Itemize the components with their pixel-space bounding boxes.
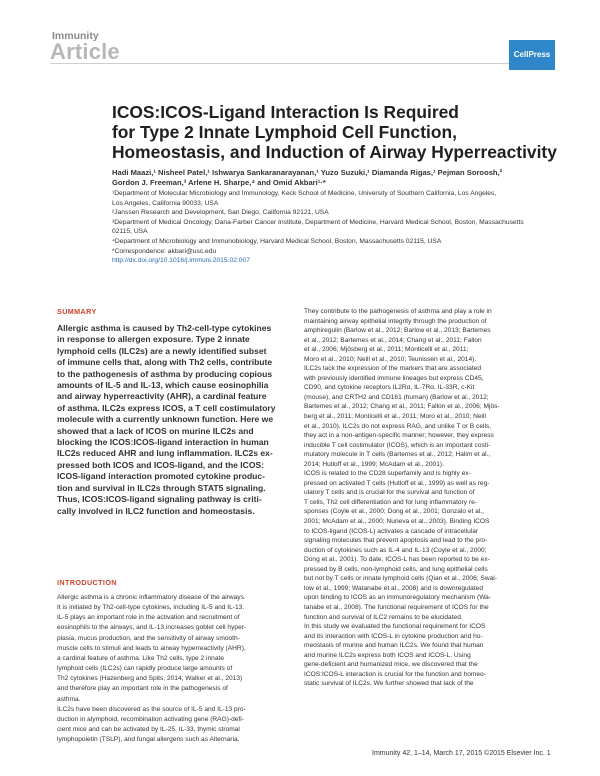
affiliation-line: ³Department of Medical Oncology, Dana-Fa… xyxy=(112,218,524,226)
body-line: ILC2s lack the expression of the markers… xyxy=(304,365,482,373)
summary-line: cally involved in ILC2 function and home… xyxy=(57,505,255,516)
body-line: lymphopoietin (TSLP), and fungal allerge… xyxy=(57,736,240,744)
title-line: ICOS:ICOS-Ligand Interaction Is Required xyxy=(112,102,459,122)
body-line: 2014; Hutloff et al., 1999; McAdam et al… xyxy=(304,460,444,468)
doi-link[interactable]: http://dx.doi.org/10.1016/j.immuni.2015.… xyxy=(112,257,250,265)
body-line: duction of cytokines such as IL-4 and IL… xyxy=(304,546,487,554)
body-line: 2001; McAdam et al., 2000; Nurieva et al… xyxy=(304,518,490,526)
body-line: tanabe et al., 2008). The functional req… xyxy=(304,603,489,611)
body-line: signaling molecules that prevent apoptos… xyxy=(304,537,488,545)
affiliation-line: ⁴Department of Microbiology and Immunobi… xyxy=(112,237,442,245)
body-line: with previously identified immune lineag… xyxy=(304,374,484,382)
affiliations: ¹Department of Molecular Microbiology an… xyxy=(112,189,552,266)
title-line: for Type 2 Innate Lymphoid Cell Function… xyxy=(112,122,457,142)
body-line: muscle cells to stimuli and leads to air… xyxy=(57,644,246,652)
header-divider xyxy=(50,63,550,64)
summary-line: amounts of IL-5 and IL-13, which cause e… xyxy=(57,380,269,391)
affiliation-line: ²Janssen Research and Development, San D… xyxy=(112,209,329,217)
body-line: a cardinal feature of asthma. Like Th2 c… xyxy=(57,654,225,662)
body-line: inducible T cell costimulator (ICOS), wh… xyxy=(304,441,491,449)
body-line: sponses (Coyle et al., 2000; Dong et al.… xyxy=(304,508,484,516)
summary-line: Thus, ICOS:ICOS-ligand signaling pathway… xyxy=(57,494,262,505)
body-line: eosinophils to the airways, and IL-13 in… xyxy=(57,624,247,632)
body-line: meostasis of murine and human ILC2s. We … xyxy=(304,642,484,650)
summary-line: Allergic asthma is caused by Th2-cell-ty… xyxy=(57,323,272,333)
body-line: and murine ILC2s express both ICOS and I… xyxy=(304,651,471,659)
body-line: Bartemes et al., 2012; Chang et al., 201… xyxy=(304,403,500,411)
summary-line: blocking the ICOS:ICOS-ligand interactio… xyxy=(57,437,269,448)
article-type-label: Article xyxy=(50,39,120,64)
body-line: cient mice and can be activated by IL-25… xyxy=(57,726,240,734)
body-line: pressed by B cells, non-lymphoid cells, … xyxy=(304,565,488,573)
author-line: Hadi Maazi,¹ Nisheel Patel,¹ Ishwarya Sa… xyxy=(112,168,503,177)
summary-line: ICOS-ligand interaction promoted cytokin… xyxy=(57,471,265,482)
summary-line: showed that a lack of ICOS on murine ILC… xyxy=(57,425,254,436)
page-footer: Immunity 42, 1–14, March 17, 2015 ©2015 … xyxy=(372,750,551,757)
summary-line: to the pathogenesis of asthma by produci… xyxy=(57,368,273,379)
body-line: low et al., 1999; Watanabe et al., 2008)… xyxy=(304,584,484,592)
body-line: pressed on activated T cells (Hutloff et… xyxy=(304,479,490,487)
body-line: et al., 2012; Bartemes et al., 2014; Cha… xyxy=(304,336,482,344)
summary-line: ILC2s reduced AHR and lung inflammation.… xyxy=(57,448,273,459)
body-line: (mouse), and CRTH2 and CD161 (human) (Ba… xyxy=(304,393,489,401)
body-line: T cells, Th2 cell differentiation and fo… xyxy=(304,498,477,506)
body-line: plasia, mucus production, and the sensit… xyxy=(57,634,240,642)
summary-abstract: Allergic asthma is caused by Th2-cell-ty… xyxy=(57,323,289,517)
summary-line: in response to allergen exposure. Type 2… xyxy=(57,334,250,345)
body-line: ICOS:ICOS-L interaction is crucial for t… xyxy=(304,670,486,678)
author-line: Gordon J. Freeman,³ Arlene H. Sharpe,⁴ a… xyxy=(112,178,326,188)
right-column-body: They contribute to the pathogenesis of a… xyxy=(304,307,544,689)
body-line: amphiregulin (Barlow et al., 2012; Barlo… xyxy=(304,327,491,335)
body-line: In this study we evaluated the functiona… xyxy=(304,623,486,631)
affiliation-line: Los Angeles, California 90033, USA xyxy=(112,199,219,207)
body-line: Allergic asthma is a chronic inflammator… xyxy=(57,594,246,601)
body-line: mulatory molecule in T cells (Bartemes e… xyxy=(304,451,491,459)
publisher-logo: CellPress xyxy=(509,40,555,70)
journal-name: Immunity xyxy=(52,30,99,42)
body-line: to ICOS-ligand (ICOS-L) activates a casc… xyxy=(304,527,479,535)
affiliation-line: 02115, USA xyxy=(112,228,148,236)
summary-line: lymphoid cells (ILC2s) are a newly ident… xyxy=(57,345,267,356)
body-line: asthma. xyxy=(57,695,81,703)
body-line: Dong et al., 2001). To date, ICOS-L has … xyxy=(304,556,490,564)
affiliation-line: ¹Department of Molecular Microbiology an… xyxy=(112,190,497,197)
body-line: ulatory T cells and is crucial for the s… xyxy=(304,489,475,497)
body-line: duction in alymphoid, recombination acti… xyxy=(57,715,244,723)
body-line: ICOS is related to the CD28 superfamily … xyxy=(304,470,471,478)
summary-line: and airway hyperreactivity (AHR), a card… xyxy=(57,391,267,402)
correspondence-line: *Correspondence: akbari@usc.edu xyxy=(112,247,217,255)
body-line: berg et al., 2011; Monticelli et al., 20… xyxy=(304,413,486,421)
body-line: It is initiated by Th2-cell-type cytokin… xyxy=(57,604,245,612)
summary-line: molecule with a currently unknown functi… xyxy=(57,414,274,425)
body-line: function and survival of ILC2 remains to… xyxy=(304,613,463,621)
summary-line: of asthma. ILC2s express ICOS, a T cell … xyxy=(57,402,276,413)
body-line: Th2 cytokines (Hazenberg and Spits, 2014… xyxy=(57,675,243,683)
author-list: Hadi Maazi,¹ Nisheel Patel,¹ Ishwarya Sa… xyxy=(112,168,552,188)
body-line: lymphoid cells (ILC2s) can rapidly produ… xyxy=(57,665,233,673)
title-line: Homeostasis, and Induction of Airway Hyp… xyxy=(112,142,557,162)
body-line: IL-5 plays an important role in the acti… xyxy=(57,614,240,622)
body-line: and therefore play an important role in … xyxy=(57,685,228,693)
body-line: et al., 2006; Mjösberg et al., 2011; Mon… xyxy=(304,346,469,354)
body-line: they act in a non-antigen-specific manne… xyxy=(304,432,494,440)
summary-line: tion and survival in ILC2s through STAT5… xyxy=(57,482,266,493)
body-line: Moro et al., 2010; Neill et al., 2010; T… xyxy=(304,355,477,363)
body-line: ILC2s have been discovered as the source… xyxy=(57,705,246,713)
body-line: and its interaction with ICOS-L in cytok… xyxy=(304,632,483,640)
summary-line: pressed both ICOS and ICOS-ligand, and t… xyxy=(57,459,265,470)
body-line: gene-deficient and humanized mice, we di… xyxy=(304,661,478,669)
body-line: maintaining airway epithelial integrity … xyxy=(304,317,487,325)
body-line: but not by T cells or innate lymphoid ce… xyxy=(304,575,497,583)
summary-line: of immune cells that, along with Th2 cel… xyxy=(57,357,273,368)
body-line: static survival of ILC2s. We further sho… xyxy=(304,680,474,688)
body-line: upon binding to ICOS as an immunoregulat… xyxy=(304,594,492,602)
article-title: ICOS:ICOS-Ligand Interaction Is Required… xyxy=(112,102,557,162)
summary-heading: SUMMARY xyxy=(57,307,97,316)
body-line: CD90, and cytokine receptors IL2Rα, IL-7… xyxy=(304,384,475,392)
body-line: They contribute to the pathogenesis of a… xyxy=(304,308,492,315)
introduction-body: Allergic asthma is a chronic inflammator… xyxy=(57,593,289,745)
introduction-heading: INTRODUCTION xyxy=(57,578,117,587)
body-line: et al., 2010). ILC2s do not express RAG,… xyxy=(304,422,492,430)
